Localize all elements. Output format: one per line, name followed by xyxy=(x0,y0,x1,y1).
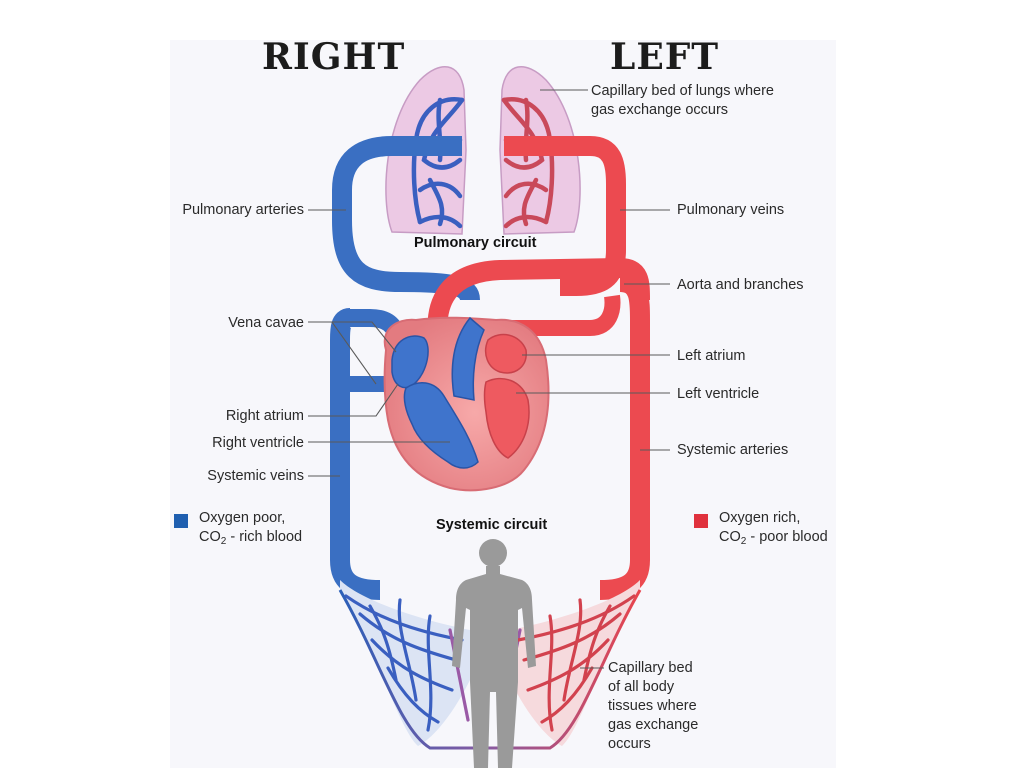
body-capillary-bed xyxy=(338,580,642,750)
right-ventricle-chamber xyxy=(403,382,479,469)
pulmonary-veins-label: Pulmonary veins xyxy=(677,202,785,218)
right-side-header: RIGHT xyxy=(262,36,406,78)
left-side-header: LEFT xyxy=(610,36,720,78)
right-atrium-label: Right atrium xyxy=(225,408,304,424)
human-silhouette-icon xyxy=(452,539,536,768)
pulmonary-trunk xyxy=(451,316,485,401)
oxygen-rich-swatch xyxy=(694,514,708,528)
aorta-vessel xyxy=(427,258,650,352)
oxygen-poor-legend: Oxygen poor, CO2 - rich blood xyxy=(199,510,303,547)
systemic-circuit-title: Systemic circuit xyxy=(436,517,548,533)
heart xyxy=(383,316,550,492)
pulmonary-circuit-title: Pulmonary circuit xyxy=(414,235,537,251)
left-atrium-label: Left atrium xyxy=(677,348,746,364)
pulmonary-vein-vessel xyxy=(504,136,626,296)
aorta-branch xyxy=(500,294,621,336)
oxygen-poor-swatch xyxy=(174,514,188,528)
left-atrium-chamber xyxy=(484,333,527,374)
aorta-label: Aorta and branches xyxy=(677,277,804,293)
pulmonary-arteries-label: Pulmonary arteries xyxy=(182,202,304,218)
systemic-arteries-label: Systemic arteries xyxy=(677,442,789,458)
left-ventricle-label: Left ventricle xyxy=(677,386,760,402)
right-ventricle-label: Right ventricle xyxy=(212,435,304,451)
body-capillary-label: Capillary bed of all body tissues where … xyxy=(608,660,699,752)
body-bed-outline xyxy=(338,589,642,750)
lung-capillary-label: Capillary bed of lungs where gas exchang… xyxy=(591,83,774,118)
oxygen-rich-legend: Oxygen rich, CO2 - poor blood xyxy=(719,510,828,547)
vena-cavae-label: Vena cavae xyxy=(228,315,304,331)
systemic-veins-label: Systemic veins xyxy=(207,468,304,484)
left-ventricle-chamber xyxy=(483,377,530,459)
leader-lines xyxy=(308,89,670,669)
